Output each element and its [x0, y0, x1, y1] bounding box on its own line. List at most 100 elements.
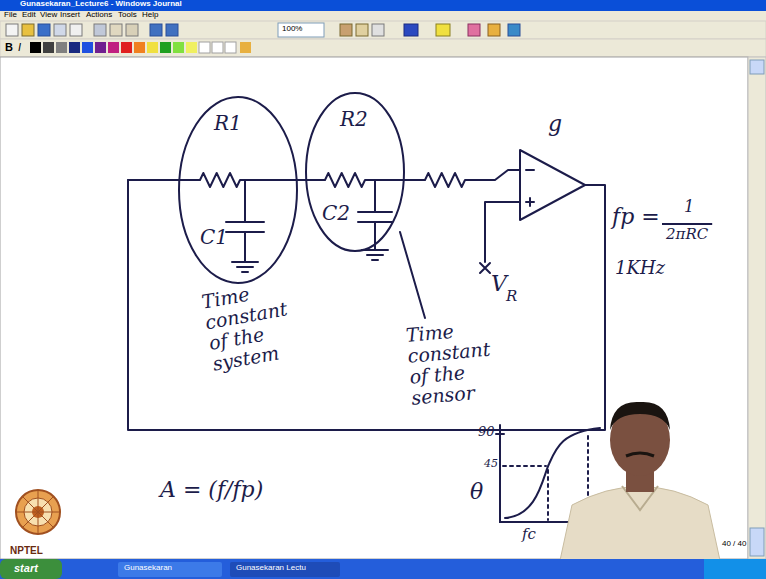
- toolbar: [0, 21, 766, 39]
- wire: [128, 170, 520, 187]
- circuit: [128, 150, 605, 430]
- taskbar: [0, 559, 766, 579]
- title-bar: [0, 0, 766, 11]
- component-label: R2: [340, 108, 368, 130]
- op-amp: [520, 150, 585, 220]
- logo-text: NPTEL: [10, 545, 43, 556]
- start-label: start: [14, 562, 38, 574]
- nptel-logo: [16, 490, 60, 534]
- task-button: [118, 562, 222, 577]
- time-constant-oval: R2C2: [305, 92, 405, 252]
- menu-item: Edit: [22, 11, 36, 20]
- formula: fp =: [612, 205, 660, 229]
- menu-item: Help: [142, 11, 158, 20]
- hair: [610, 402, 670, 430]
- drawing-part: [16, 490, 60, 534]
- color-swatch: [199, 42, 210, 53]
- op-amp-signs: [526, 170, 534, 206]
- menu-item: Actions: [86, 11, 112, 20]
- icon: [356, 24, 368, 36]
- formula-numerator: 1: [684, 198, 694, 216]
- component-label: R1: [214, 112, 242, 134]
- color-swatch: [30, 42, 41, 53]
- bold-button: B: [5, 41, 13, 53]
- menu-item: Insert: [60, 11, 80, 20]
- color-swatch: [134, 42, 145, 53]
- terminal-mark: [480, 263, 490, 273]
- color-swatch: [173, 42, 184, 53]
- annotation: Time constant of the system: [200, 275, 313, 375]
- icon: [372, 24, 384, 36]
- reference-subscript: R: [506, 288, 517, 305]
- color-swatch: [121, 42, 132, 53]
- scroll-button: [750, 528, 764, 556]
- color-swatch: [147, 42, 158, 53]
- presenter: [556, 402, 724, 579]
- italic-button: I: [18, 41, 21, 53]
- formula: A = (f/fp): [160, 478, 263, 502]
- icon: [340, 24, 352, 36]
- icon: [38, 24, 50, 36]
- zoom-value: 100%: [282, 25, 302, 34]
- icon: [166, 24, 178, 36]
- component-label: C1: [200, 226, 228, 248]
- icon: [488, 24, 500, 36]
- color-swatch: [225, 42, 236, 53]
- color-swatch: [95, 42, 106, 53]
- menu-item: View: [40, 11, 57, 20]
- task-label: Gunasekaran Lectu: [236, 564, 306, 573]
- color-palette: [30, 42, 251, 53]
- leader-line: [400, 232, 425, 318]
- color-swatch: [186, 42, 197, 53]
- page-number: 40 / 40: [722, 540, 746, 549]
- scrollbar: [748, 57, 766, 559]
- drawing-part: [16, 490, 60, 534]
- menu-item: Tools: [118, 11, 137, 20]
- menu-bar: [0, 11, 766, 21]
- component-label: C2: [322, 202, 350, 224]
- wire: [226, 180, 264, 272]
- icon: [94, 24, 106, 36]
- color-swatch: [108, 42, 119, 53]
- oval-outline: [306, 93, 404, 251]
- zoom-box: [278, 23, 324, 37]
- eraser-icon: [468, 24, 480, 36]
- formula-denominator: 2πRC: [666, 226, 708, 243]
- color-swatch: [82, 42, 93, 53]
- icon: [110, 24, 122, 36]
- frequency-value: 1KHz: [615, 258, 665, 278]
- icon: [6, 24, 18, 36]
- annotation: Time constant of the sensor: [405, 316, 512, 408]
- axis-label: θ: [470, 480, 483, 504]
- icon: [70, 24, 82, 36]
- color-swatch: [160, 42, 171, 53]
- mustache: [626, 453, 654, 456]
- icon: [508, 24, 520, 36]
- highlighter-icon: [436, 24, 450, 36]
- color-swatch: [43, 42, 54, 53]
- window-title: Gunasekaran_Lecture6 - Windows Journal: [20, 0, 182, 9]
- wire: [485, 202, 520, 262]
- tick: [496, 433, 504, 435]
- axis-value: 45: [484, 458, 498, 470]
- time-constant-oval: R1C1: [178, 96, 298, 284]
- feedback-wire: [128, 180, 605, 430]
- color-swatch: [69, 42, 80, 53]
- gain-symbol: g: [548, 112, 562, 136]
- toolbar-icons: [6, 23, 520, 37]
- task-button: [230, 562, 340, 577]
- menu-item: File: [4, 11, 17, 20]
- task-label: Gunasekaran: [124, 564, 172, 573]
- tray: [704, 559, 766, 579]
- format-toolbar: [0, 39, 766, 57]
- scroll-button: [750, 60, 764, 74]
- pen-icon: [404, 24, 418, 36]
- axis-label: fc: [522, 526, 536, 543]
- journal-page: [0, 57, 748, 559]
- icon: [54, 24, 66, 36]
- oval-outline: [179, 97, 297, 283]
- color-swatch: [56, 42, 67, 53]
- fraction-bar: [662, 223, 712, 225]
